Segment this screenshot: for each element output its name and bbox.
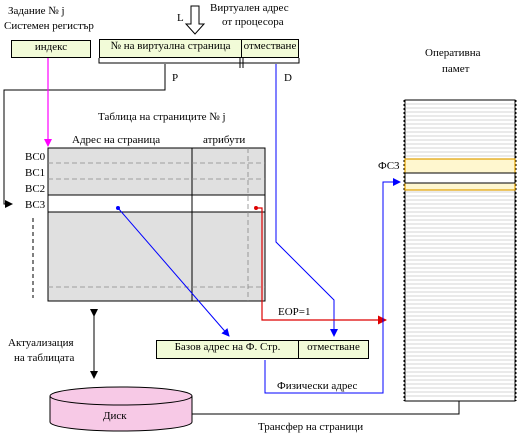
main-memory-label-line2: памет — [442, 63, 470, 75]
l-label: L — [177, 12, 184, 24]
disk-cylinder — [49, 386, 193, 432]
virtual-page-number-field: № на виртуална страница — [99, 39, 242, 58]
page-transfer-label: Трансфер на страници — [258, 421, 364, 433]
page-address-column-header: Адрес на страница — [72, 134, 161, 146]
physical-address-arrow — [264, 178, 401, 394]
table-update-label-line2: на таблицата — [14, 352, 75, 364]
page-table — [32, 147, 266, 302]
table-update-label-line1: Актуализация — [8, 337, 74, 349]
offset-arrow — [275, 64, 338, 337]
frame-label-fs3: ФС3 — [378, 160, 400, 172]
presence-bit-label: ЕОР=1 — [278, 306, 311, 318]
from-processor-label: от процесора — [222, 16, 284, 28]
virtual-address-brackets — [98, 58, 300, 68]
attributes-column-header: атрибути — [203, 134, 246, 146]
presence-bit-arrow — [254, 206, 387, 325]
system-register-label: Системен регистър — [4, 20, 94, 32]
page-number-arrow — [3, 64, 166, 208]
task-label: Задание № j — [8, 5, 65, 17]
row-label-bc1: BC1 — [25, 167, 46, 179]
virtual-address-label: Виртуален адрес — [210, 2, 289, 14]
base-address-field: Базов адрес на Ф. Стр. — [156, 340, 299, 359]
virtual-offset-field: отместване — [241, 39, 299, 58]
physical-offset-field: отместване — [298, 340, 369, 359]
row-label-bc2: BC2 — [25, 183, 46, 195]
page-table-title: Таблица на страниците № j — [98, 111, 226, 123]
main-memory — [403, 99, 517, 402]
physical-address-label: Физически адрес — [277, 380, 358, 392]
main-memory-label-line1: Оперативна — [425, 47, 481, 59]
d-label: D — [284, 72, 292, 84]
processor-input-arrow — [184, 5, 206, 35]
row-label-bc0: BC0 — [25, 151, 46, 163]
disk-label: Диск — [103, 410, 127, 422]
frame-address-arrow — [116, 206, 230, 337]
index-field: индекс — [11, 40, 91, 58]
row-label-bc3: BC3 — [25, 199, 46, 211]
p-label: P — [172, 72, 179, 84]
